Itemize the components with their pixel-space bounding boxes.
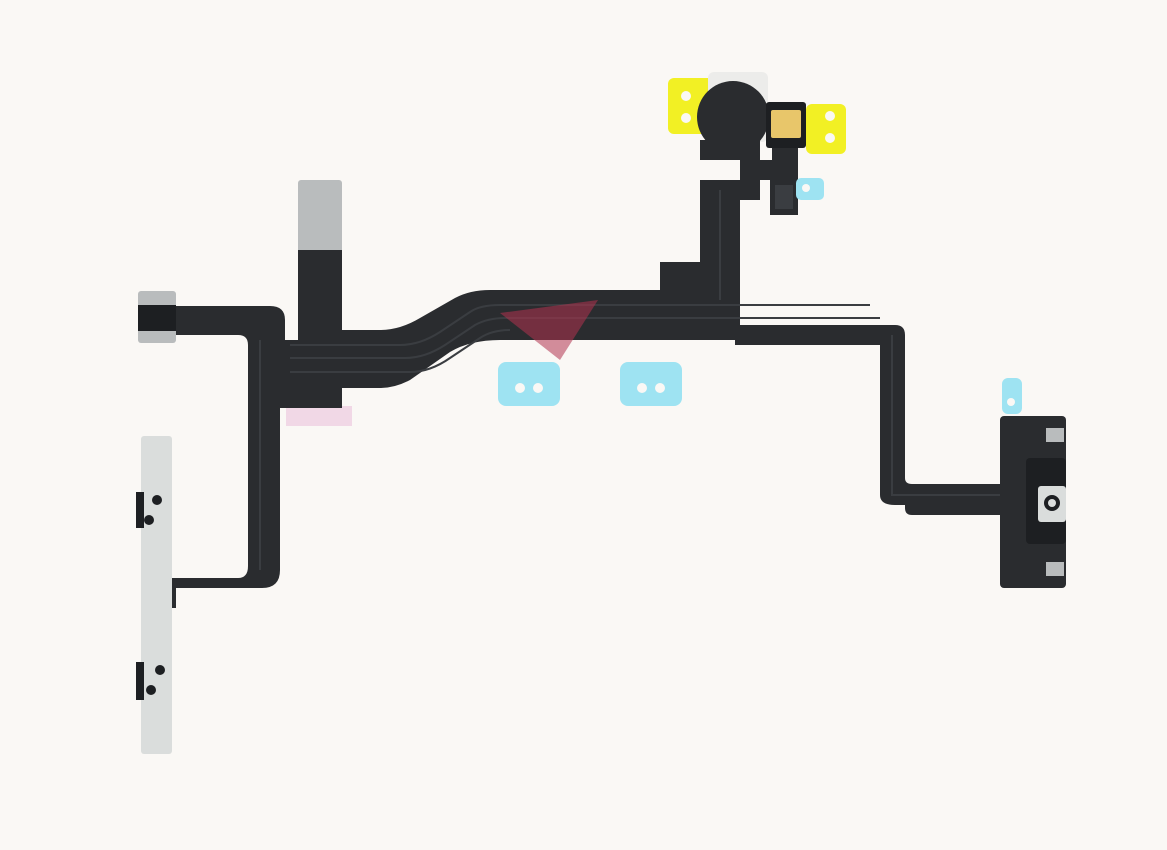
metal-stiffener-tab xyxy=(298,180,342,258)
top-module xyxy=(668,72,846,215)
red-ink-marking xyxy=(500,300,598,360)
connector-body xyxy=(138,305,176,331)
mount-hole xyxy=(1007,398,1015,406)
bracket-plate xyxy=(141,436,172,754)
yellow-tape-right xyxy=(806,104,846,154)
mount-hole xyxy=(681,91,691,101)
blue-mount-tabs xyxy=(498,362,682,406)
power-switch-bracket xyxy=(1000,378,1066,588)
flex-trace xyxy=(290,304,870,346)
mount-hole xyxy=(655,383,665,393)
mount-hole xyxy=(515,383,525,393)
switch-metal-clip xyxy=(1046,428,1064,442)
blue-tab xyxy=(620,362,682,406)
flex-trace xyxy=(290,317,880,359)
bracket-screw xyxy=(155,665,165,675)
blue-tab-right xyxy=(1002,378,1022,414)
blue-tab-small xyxy=(796,178,824,200)
flex-trace xyxy=(290,329,511,373)
bracket-screw xyxy=(144,515,154,525)
flex-neck xyxy=(700,140,760,200)
bracket-clip-top xyxy=(136,492,144,528)
smd-components xyxy=(775,185,793,209)
mount-hole xyxy=(533,383,543,393)
bracket-screw xyxy=(152,495,162,505)
bracket-clip-bottom xyxy=(136,662,144,700)
mount-hole xyxy=(681,113,691,123)
flex-ribbon-main xyxy=(172,180,1005,608)
side-connector xyxy=(138,291,196,343)
flex-ribbon xyxy=(172,180,1005,608)
mount-hole xyxy=(637,383,647,393)
connector-neck xyxy=(176,306,196,335)
volume-bracket xyxy=(136,436,172,754)
mount-hole xyxy=(825,111,835,121)
mount-hole xyxy=(802,184,810,192)
power-button-disc xyxy=(697,81,769,153)
blue-tab xyxy=(498,362,560,406)
switch-metal-clip xyxy=(1046,562,1064,576)
mount-hole xyxy=(825,133,835,143)
switch-actuator xyxy=(1048,499,1056,507)
microphone-icon xyxy=(771,110,801,138)
pink-sticker xyxy=(286,406,352,426)
flex-trace xyxy=(891,335,1000,496)
bracket-screw xyxy=(146,685,156,695)
